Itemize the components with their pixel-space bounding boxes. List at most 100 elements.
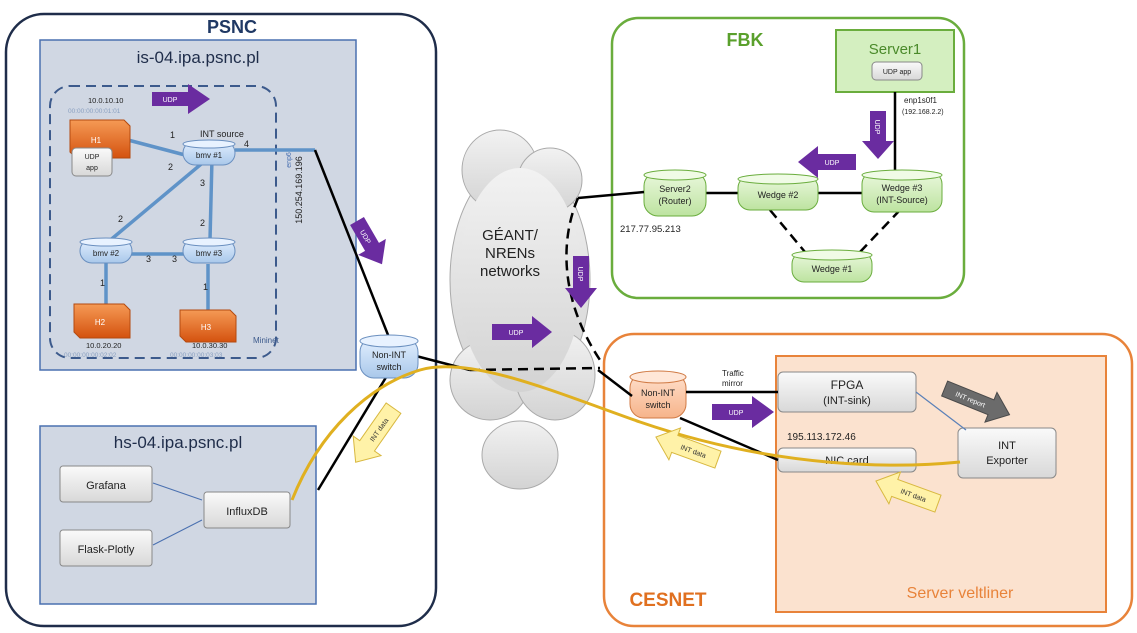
psnc-switch: Non-INT switch [359, 334, 419, 379]
server-veltliner-label: Server veltliner [907, 585, 1014, 602]
grafana-label: Grafana [86, 480, 127, 492]
udp-arrow-label: UDP [729, 410, 744, 417]
port-label: 2 [118, 214, 123, 224]
udp-arrow-label: UDP [873, 120, 880, 135]
bmv1-label: bmv #1 [196, 151, 223, 160]
int-data-arrow: INT data [875, 471, 942, 513]
psnc-iface-ip: 150.254.169.196 [294, 156, 304, 224]
geant-line: NRENs [485, 245, 535, 262]
wedge3-label: Wedge #3 [882, 183, 923, 193]
udp-arrow: UDP [565, 256, 597, 308]
int-data-path [290, 365, 961, 501]
port-label: 1 [203, 282, 208, 292]
int-exporter-box: INT Exporter [957, 427, 1057, 479]
wedge2-node: Wedge #2 [737, 173, 819, 211]
server2-label: Server2 [659, 184, 691, 194]
h1-ip: 10.0.10.10 [88, 96, 123, 105]
psnc-title: PSNC [207, 17, 257, 37]
port-label: 2 [168, 162, 173, 172]
host-h1: H1 UDP app [69, 119, 131, 177]
fbk-iface-ip: (192.168.2.2) [902, 109, 944, 116]
h3-mac: 00:00:00:00:03:03 [170, 352, 223, 359]
bmv3-label: bmv #3 [196, 249, 223, 258]
host-h2: H2 [73, 303, 131, 339]
udp-arrow: UDP [152, 84, 210, 114]
bmv1-switch: bmv #1 [182, 139, 236, 166]
int-data-arrow: INT data [655, 427, 722, 469]
geant-line: GÉANT/ [482, 227, 539, 244]
fbk-dashed-links [769, 209, 901, 253]
port-label: 4 [244, 139, 249, 149]
udp-arrow: UDP [350, 216, 386, 265]
udp-arrow-label: UDP [509, 330, 524, 337]
port-label: 3 [172, 254, 177, 264]
is-04-title: is-04.ipa.psnc.pl [137, 48, 260, 67]
udp-arrow-label: UDP [825, 160, 840, 167]
mininet-links [104, 138, 315, 313]
udp-arrow: UDP [492, 316, 552, 348]
bmv2-switch: bmv #2 [79, 237, 133, 264]
psnc-iface-name: enp6 [286, 152, 293, 168]
int-source-label: INT source [200, 129, 244, 139]
server1-label: Server1 [869, 41, 922, 58]
h1-udp-app [71, 147, 113, 177]
server1-box: Server1 UDP app [835, 29, 955, 93]
h1-label: H1 [91, 136, 102, 145]
udp-arrow-label: UDP [163, 97, 178, 104]
fpga-box: FPGA (INT-sink) [777, 371, 917, 413]
flask-plotly-box: Flask-Plotly [59, 529, 153, 567]
udp-arrow-label: UDP [576, 267, 583, 282]
grafana-box: Grafana [59, 465, 153, 503]
influxdb-box: InfluxDB [203, 491, 291, 529]
server1-udp-app: UDP app [883, 69, 911, 76]
cesnet-switch-label: Non-INT [641, 388, 676, 398]
port-labels: 1 2 4 3 2 2 3 3 1 1 [100, 130, 249, 292]
fpga-exporter-link [915, 391, 967, 431]
h2-ip: 10.0.20.20 [86, 341, 121, 350]
h2-label: H2 [95, 318, 106, 327]
h3-label: H3 [201, 323, 212, 332]
traffic-mirror-label: Traffic [722, 369, 744, 378]
wedge3-node: Wedge #3 (INT-Source) [861, 169, 943, 213]
traffic-mirror-sublabel: mirror [722, 379, 743, 388]
port-label: 2 [200, 218, 205, 228]
udp-arrow: UDP [798, 146, 856, 178]
bmv3-switch: bmv #3 [182, 237, 236, 264]
int-exporter-label: INT [998, 440, 1016, 452]
fpga-sublabel: (INT-sink) [823, 395, 871, 407]
wedge1-node: Wedge #1 [791, 249, 873, 283]
port-label: 3 [146, 254, 151, 264]
fbk-links [706, 92, 897, 195]
geant-line: networks [480, 263, 540, 280]
int-exporter-sublabel: Exporter [986, 455, 1028, 467]
psnc-switch-label: Non-INT [372, 350, 407, 360]
influxdb-label: InfluxDB [226, 506, 268, 518]
main-links [313, 149, 645, 491]
server2-ip: 217.77.95.213 [620, 224, 681, 235]
h1-mac: 00:00:00:00:01:01 [68, 108, 121, 115]
wedge1-label: Wedge #1 [812, 264, 853, 274]
wedge2-label: Wedge #2 [758, 190, 799, 200]
server2-sublabel: (Router) [658, 196, 691, 206]
fpga-label: FPGA [831, 378, 864, 392]
fbk-iface-name: enp1s0f1 [904, 96, 937, 105]
geant-label: GÉANT/ NRENs networks [480, 227, 540, 280]
port-label: 1 [100, 278, 105, 288]
cesnet-switch-sublabel: switch [645, 400, 670, 410]
geant-cloud [449, 129, 596, 490]
h3-ip: 10.0.30.30 [192, 341, 227, 350]
cesnet-title: CESNET [629, 590, 706, 611]
cesnet-switch: Non-INT switch [629, 370, 687, 419]
port-label: 3 [200, 178, 205, 188]
port-label: 1 [170, 130, 175, 140]
udp-arrow: UDP [712, 396, 774, 428]
dashed-links [469, 197, 602, 372]
host-h3: H3 [179, 309, 237, 343]
hs-links [152, 482, 203, 546]
fbk-title: FBK [727, 30, 764, 50]
h2-mac: 00:00:00:00:02:02 [64, 352, 117, 359]
bmv2-label: bmv #2 [93, 249, 120, 258]
wedge3-sublabel: (INT-Source) [876, 195, 928, 205]
udp-arrow: UDP [862, 111, 894, 159]
